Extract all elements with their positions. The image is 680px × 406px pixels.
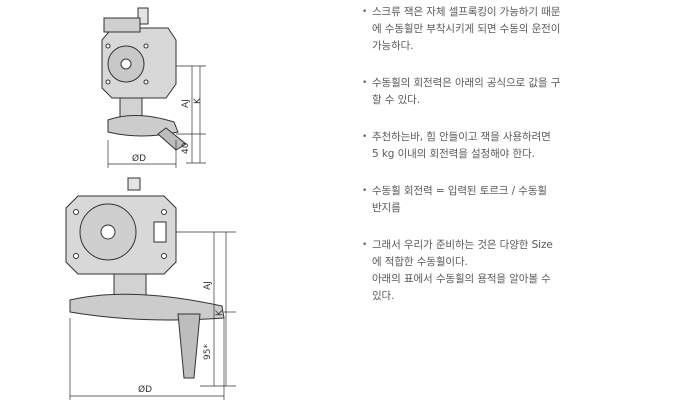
note-line: 수동휠의 회전력은 아래의 공식으로 값을 구 xyxy=(372,77,561,89)
note-line: 수동휠 회전력 = 입력된 토르크 / 수동휠 xyxy=(372,185,547,197)
top-view xyxy=(101,7,187,151)
top-dim-40: 40 xyxy=(181,142,191,154)
top-view-dimensions xyxy=(107,65,206,168)
note-line: 반지름 xyxy=(372,202,401,214)
bottom-dim-aj: AJ xyxy=(203,281,213,290)
bottom-view xyxy=(65,177,225,379)
note-line: 5 kg 이내의 회전력을 설정해야 한다. xyxy=(372,148,535,160)
note-line: 스크류 잭은 자체 셀프록킹이 가능하기 때문 xyxy=(372,6,561,18)
note-line: 아래의 표에서 수동휠의 용적을 알아볼 수 xyxy=(372,273,551,285)
note-2: • 수동휠의 회전력은 아래의 공식으로 값을 구 할 수 있다. xyxy=(362,75,662,109)
note-bullet: • xyxy=(362,240,368,250)
bottom-input-shaft xyxy=(127,177,141,191)
top-dim-k: K xyxy=(193,97,203,104)
note-bullet: • xyxy=(362,132,368,142)
bottom-view-dimensions xyxy=(69,231,236,400)
note-bullet: • xyxy=(362,78,368,88)
bottom-dim-od: ØD xyxy=(138,384,152,395)
note-line: 추천하는바, 힘 안들이고 잭을 사용하려면 xyxy=(372,131,551,143)
technical-drawing-svg: AJ K 40 ØD AJ xyxy=(65,7,236,400)
note-line: 가능하다. xyxy=(372,40,414,52)
note-line: 할 수 있다. xyxy=(372,94,420,106)
handwheel-drawing: AJ K 40 ØD AJ xyxy=(0,0,330,406)
note-5: • 그래서 우리가 준비하는 것은 다양한 Size 에 적합한 수동휠이다. … xyxy=(362,237,662,305)
top-input-shaft xyxy=(137,7,149,25)
bottom-dim-95: 95* xyxy=(203,344,213,360)
top-dim-od: ØD xyxy=(132,153,146,164)
note-4: • 수동휠 회전력 = 입력된 토르크 / 수동휠 반지름 xyxy=(362,183,662,217)
note-3: • 추천하는바, 힘 안들이고 잭을 사용하려면 5 kg 이내의 회전력을 설… xyxy=(362,129,662,163)
note-line: 그래서 우리가 준비하는 것은 다양한 Size xyxy=(372,239,553,251)
note-bullet: • xyxy=(362,186,368,196)
bottom-shaft-hole xyxy=(100,224,116,240)
bottom-dim-k: K xyxy=(215,309,225,316)
note-line: 있다. xyxy=(372,290,395,302)
note-1: • 스크류 잭은 자체 셀프록킹이 가능하기 때문 에 수동휠만 부착시키게 되… xyxy=(362,4,662,55)
note-bullet: • xyxy=(362,7,368,17)
bottom-handwheel xyxy=(69,293,225,321)
note-line: 에 수동휠만 부착시키게 되면 수동의 운전이 xyxy=(372,23,561,35)
top-handwheel xyxy=(107,114,179,137)
top-shaft-hole xyxy=(120,58,132,70)
notes-list: • 스크류 잭은 자체 셀프록킹이 가능하기 때문 에 수동휠만 부착시키게 되… xyxy=(362,4,662,305)
bottom-side-window xyxy=(153,221,167,243)
note-line: 에 적합한 수동휠이다. xyxy=(372,256,468,268)
top-flange xyxy=(103,17,141,33)
top-dim-aj: AJ xyxy=(181,99,191,108)
bottom-handle xyxy=(177,313,201,379)
